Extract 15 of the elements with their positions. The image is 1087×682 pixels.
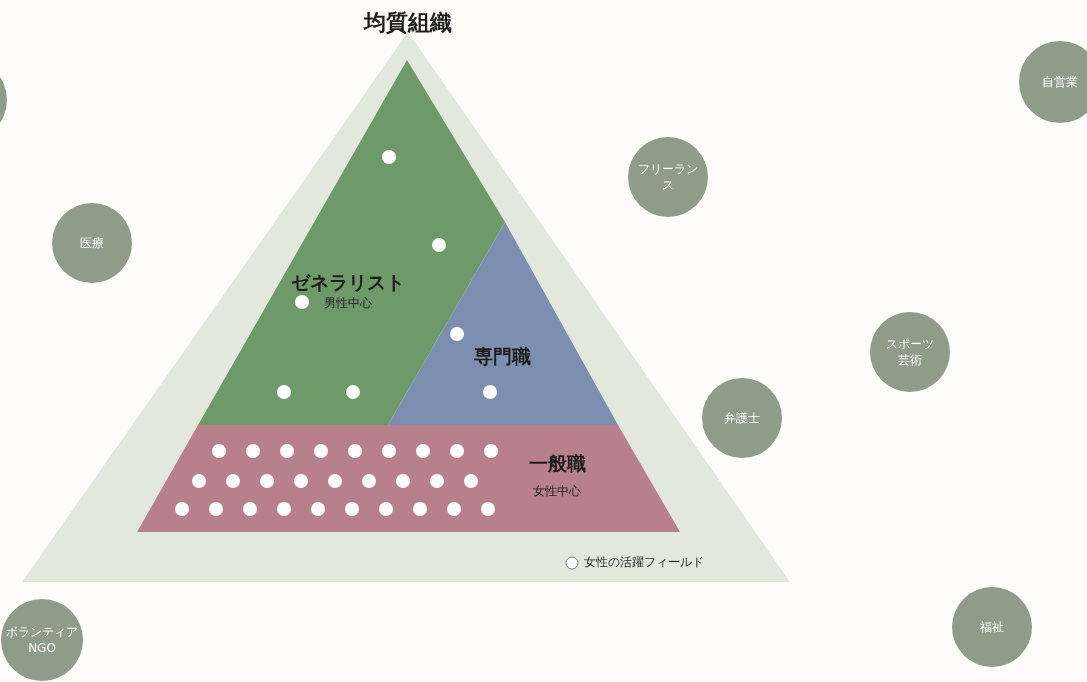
category-label: 医療 xyxy=(79,234,105,252)
region-subtitle: 女性中心 xyxy=(533,483,581,500)
category-label: ボランティアNGO xyxy=(5,623,79,657)
region-title: ゼネラリスト xyxy=(291,270,405,295)
category-label: フリーランス xyxy=(637,160,699,194)
category-circle xyxy=(1019,41,1087,123)
region-subtitle: 男性中心 xyxy=(324,295,372,312)
category-label: スポーツ芸術 xyxy=(885,335,935,369)
category-label: 福祉 xyxy=(979,618,1005,636)
category-label: 自営業 xyxy=(1041,73,1079,91)
region-title: 専門職 xyxy=(473,344,531,369)
diagram-title: 均質組織 xyxy=(362,9,453,37)
legend-label: 女性の活躍フィールド xyxy=(584,554,704,571)
category-label: 弁護士 xyxy=(723,409,761,427)
region-title: 一般職 xyxy=(528,451,586,476)
